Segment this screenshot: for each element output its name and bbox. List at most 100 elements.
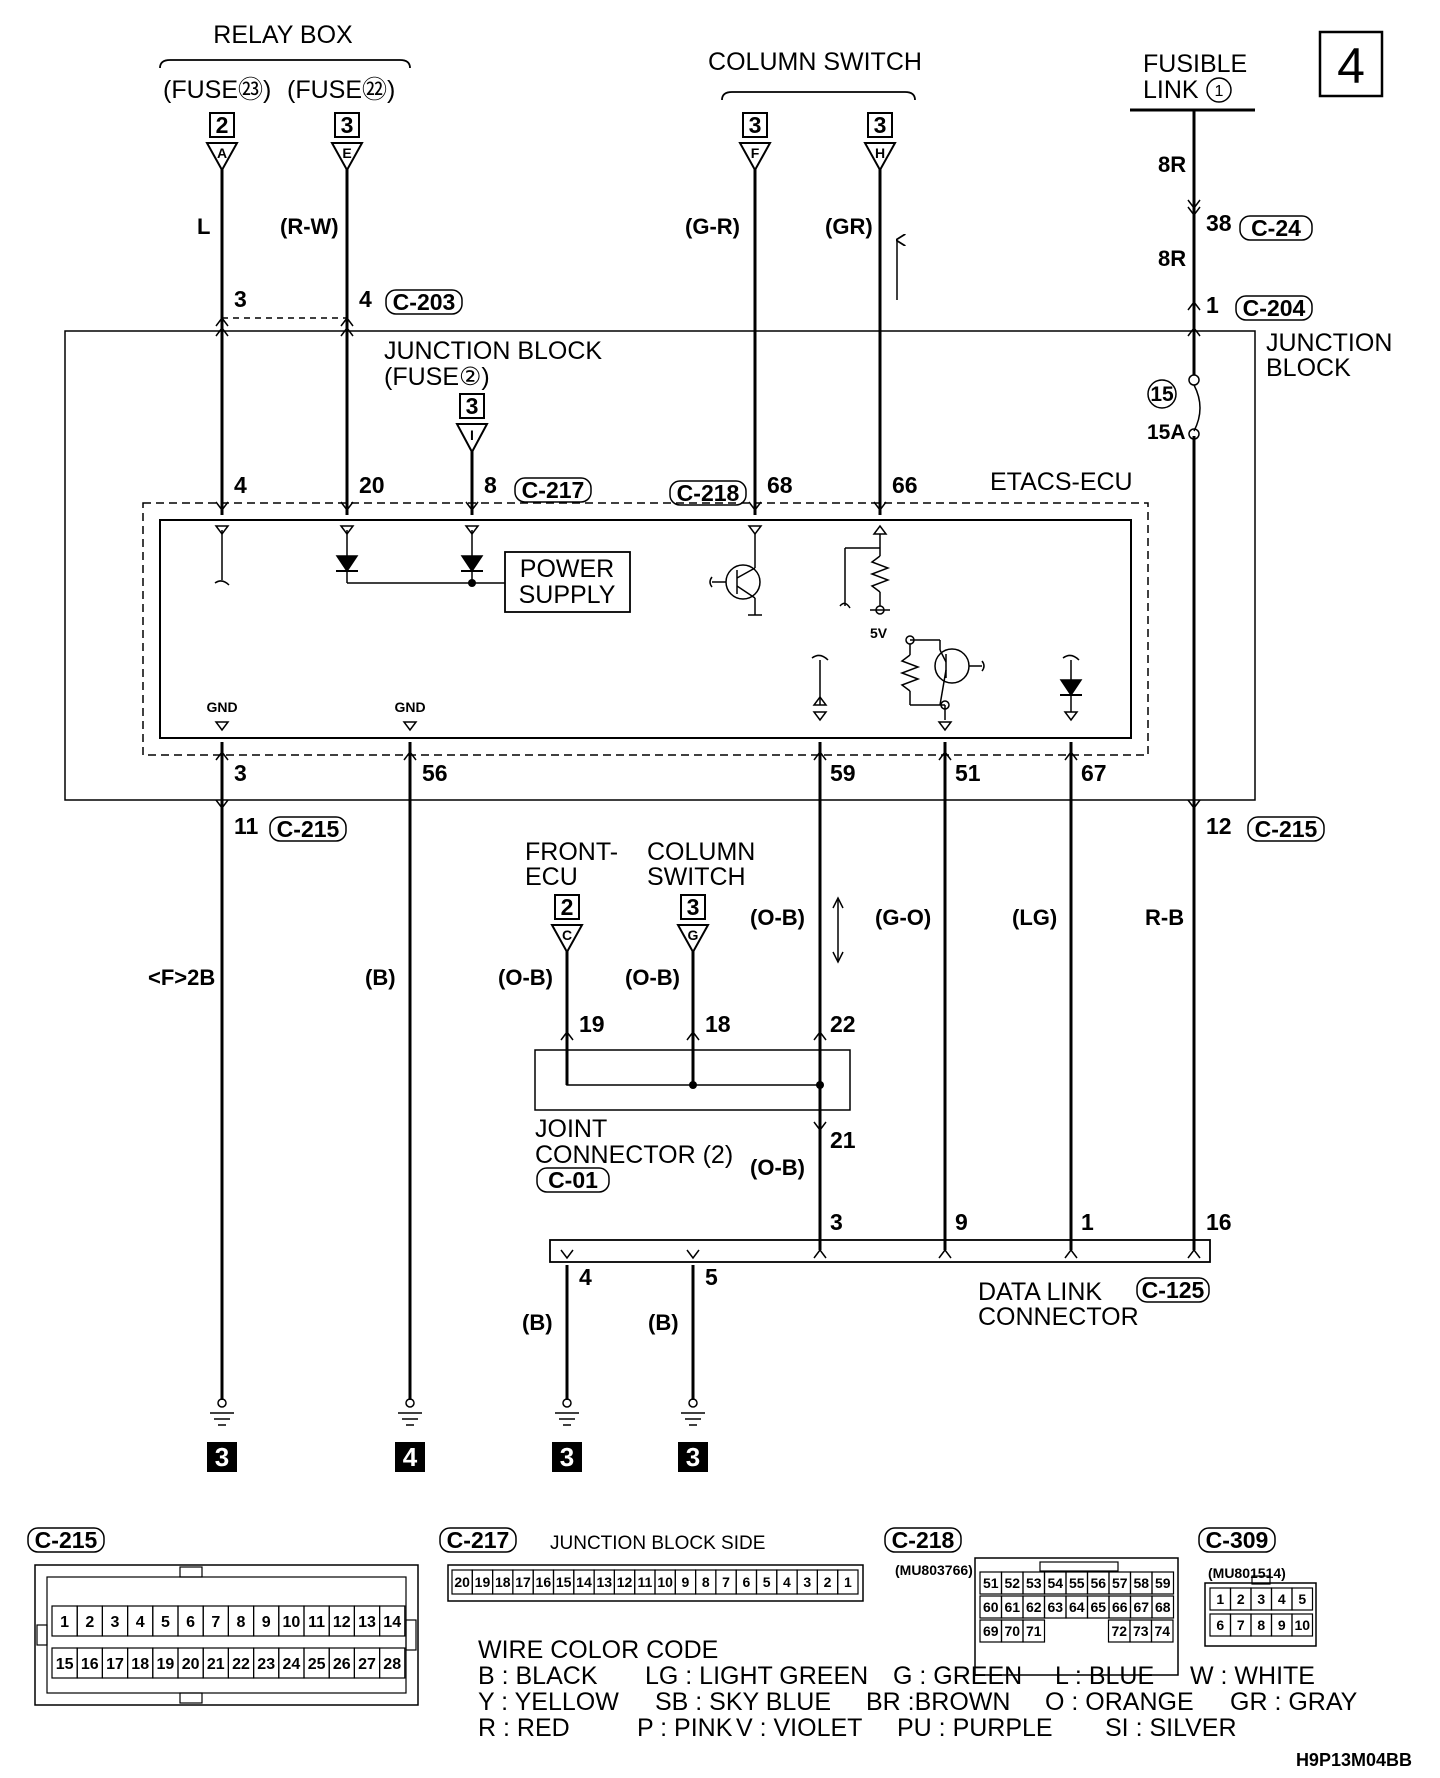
- wires: [220, 110, 1196, 1400]
- pin-label: 64: [1069, 1599, 1085, 1615]
- pin-label: 68: [1155, 1599, 1171, 1615]
- svg-text:JUNCTION BLOCK SIDE: JUNCTION BLOCK SIDE: [550, 1533, 765, 1554]
- pin-cell: [1291, 1587, 1314, 1611]
- svg-text:LINK: LINK: [1143, 76, 1199, 104]
- pin-label: 57: [1112, 1575, 1128, 1591]
- svg-text:O : ORANGE: O : ORANGE: [1045, 1688, 1194, 1716]
- transistor-68: [709, 534, 762, 616]
- svg-text:(O-B): (O-B): [625, 965, 680, 990]
- pin-cell: [379, 1605, 406, 1637]
- page-number-box: 4: [1318, 30, 1384, 98]
- column-switch-mid-terminal: COLUMN SWITCH 3 G: [647, 838, 755, 955]
- pin-label: 23: [257, 1656, 275, 1673]
- joint-connector: JOINT CONNECTOR (2) C-01: [534, 1049, 851, 1193]
- pin-cell: [1022, 1619, 1046, 1643]
- pin-label: 6: [742, 1574, 750, 1590]
- pin-label: 12: [333, 1614, 351, 1631]
- svg-text:R-B: R-B: [1145, 905, 1184, 930]
- svg-text:3: 3: [234, 286, 247, 312]
- svg-text:59: 59: [830, 760, 856, 786]
- pin-label: 63: [1047, 1599, 1063, 1615]
- pin-label: 18: [495, 1574, 511, 1590]
- svg-text:R : RED: R : RED: [478, 1714, 570, 1742]
- svg-text:8R: 8R: [1158, 152, 1186, 177]
- svg-text:WIRE COLOR CODE: WIRE COLOR CODE: [478, 1636, 718, 1664]
- pin-label: 16: [81, 1656, 99, 1673]
- svg-text:3: 3: [749, 112, 762, 138]
- svg-text:3: 3: [687, 894, 700, 920]
- svg-text:67: 67: [1081, 760, 1107, 786]
- svg-text:21: 21: [830, 1127, 856, 1153]
- svg-text:L : BLUE: L : BLUE: [1055, 1662, 1154, 1690]
- pin-label: 7: [211, 1614, 220, 1631]
- svg-text:C-215: C-215: [35, 1527, 98, 1553]
- svg-text:1: 1: [1215, 83, 1224, 100]
- source-column-switch-h: 3 H: [863, 112, 897, 173]
- pin-label: 9: [262, 1614, 271, 1631]
- pin-label: 69: [983, 1623, 999, 1639]
- svg-text:<F>2B: <F>2B: [148, 965, 215, 990]
- pin-label: 2: [85, 1614, 94, 1631]
- svg-text:68: 68: [767, 472, 793, 498]
- pin-label: 20: [182, 1656, 200, 1673]
- pin-label: 8: [237, 1614, 246, 1631]
- svg-text:(FUSE②): (FUSE②): [384, 363, 490, 391]
- pin-label: 55: [1069, 1575, 1085, 1591]
- svg-text:5: 5: [705, 1264, 718, 1290]
- diode-wiring: [214, 530, 505, 586]
- pin-label: 62: [1026, 1599, 1042, 1615]
- svg-text:4: 4: [234, 472, 247, 498]
- svg-text:3: 3: [215, 1442, 229, 1472]
- connector-markers: [215, 199, 1201, 1260]
- svg-text:F: F: [751, 145, 760, 161]
- figure-code: H9P13M04BB: [1296, 1750, 1412, 1770]
- svg-text:9: 9: [955, 1209, 968, 1235]
- pin-label: 26: [333, 1656, 351, 1673]
- pin-label: 5: [161, 1614, 170, 1631]
- transistor-51: [899, 635, 985, 720]
- pin-label: 7: [1237, 1617, 1245, 1633]
- svg-text:(B): (B): [365, 965, 396, 990]
- pin-label: 27: [358, 1656, 376, 1673]
- svg-text:C-218: C-218: [677, 480, 740, 506]
- pin-numbers: 3 4 4 20 8 68 66 38 1 3 56 59 51 67 11 1…: [234, 210, 1232, 1290]
- svg-text:RELAY BOX: RELAY BOX: [213, 21, 353, 49]
- pin-label: 8: [1257, 1617, 1265, 1633]
- svg-text:POWER: POWER: [520, 555, 614, 583]
- svg-text:4: 4: [579, 1264, 592, 1290]
- pin-label: 22: [232, 1656, 250, 1673]
- junction-block-box: [64, 330, 1256, 801]
- svg-text:15: 15: [1150, 383, 1174, 406]
- svg-text:ECU: ECU: [525, 863, 578, 891]
- pin-label: 28: [383, 1656, 401, 1673]
- svg-text:CONNECTOR (2): CONNECTOR (2): [535, 1141, 733, 1169]
- svg-text:COLUMN: COLUMN: [647, 838, 755, 866]
- pin-label: 56: [1090, 1575, 1106, 1591]
- svg-text:(FUSE㉓): (FUSE㉓): [163, 76, 271, 104]
- svg-text:(O-B): (O-B): [750, 1155, 805, 1180]
- terminal-59-internal: [811, 654, 829, 722]
- pin-label: 61: [1004, 1599, 1020, 1615]
- pin-label: 67: [1133, 1599, 1149, 1615]
- pin-label: 3: [803, 1574, 811, 1590]
- svg-text:H: H: [875, 145, 885, 161]
- pin-label: 3: [1257, 1591, 1265, 1607]
- pullup-66: [839, 534, 891, 615]
- svg-text:FRONT-: FRONT-: [525, 838, 618, 866]
- source-relay-fuse22: 3 E: [330, 112, 364, 173]
- gnd-terminals: GND GND: [206, 699, 953, 732]
- source-junction-fuse2: 3 I: [455, 393, 489, 455]
- svg-text:(LG): (LG): [1012, 905, 1057, 930]
- pin-label: 12: [617, 1574, 633, 1590]
- svg-text:18: 18: [705, 1011, 731, 1037]
- svg-text:(R-W): (R-W): [280, 214, 339, 239]
- svg-text:(B): (B): [648, 1310, 679, 1335]
- pin-label: 65: [1090, 1599, 1106, 1615]
- svg-text:W : WHITE: W : WHITE: [1190, 1662, 1315, 1690]
- pin-label: 17: [106, 1656, 124, 1673]
- pin-label: 18: [131, 1656, 149, 1673]
- svg-text:(GR): (GR): [825, 214, 873, 239]
- pin-label: 11: [308, 1614, 325, 1631]
- svg-text:3: 3: [341, 112, 354, 138]
